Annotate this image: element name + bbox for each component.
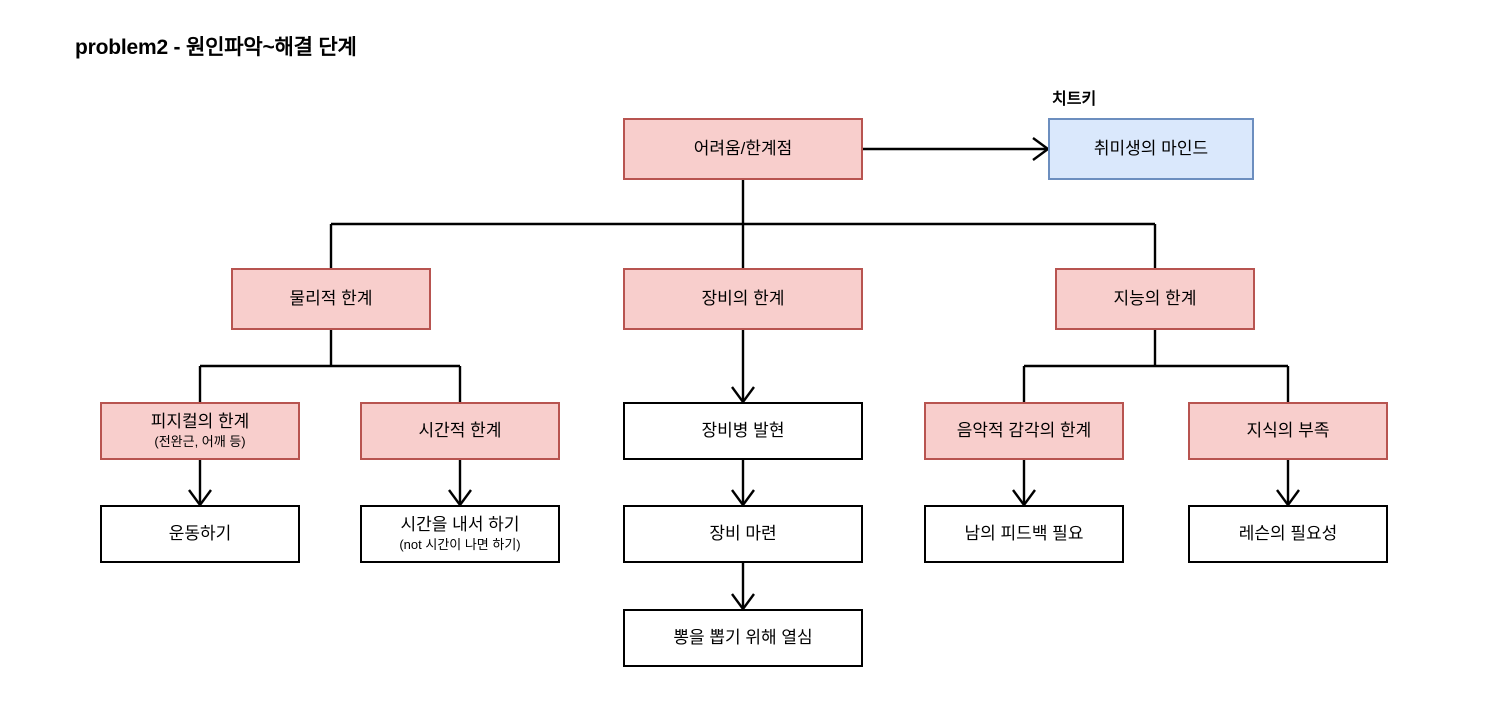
node-buy-gear[interactable]: 장비 마련 — [623, 505, 863, 563]
node-make-time[interactable]: 시간을 내서 하기(not 시간이 나면 하기) — [360, 505, 560, 563]
node-label: 지식의 부족 — [1246, 421, 1330, 441]
node-label: 장비병 발현 — [701, 421, 785, 441]
node-label: 뽕을 뽑기 위해 열심 — [673, 628, 813, 648]
arrowhead-down-icon — [731, 386, 755, 405]
arrowhead-down-icon — [188, 489, 212, 508]
page-title: problem2 - 원인파악~해결 단계 — [75, 36, 357, 59]
node-label: 남의 피드백 필요 — [964, 524, 1084, 544]
node-gear[interactable]: 장비의 한계 — [623, 268, 863, 330]
node-need-lesson[interactable]: 레슨의 필요성 — [1188, 505, 1388, 563]
node-label: 장비 마련 — [709, 524, 777, 544]
node-label: 장비의 한계 — [701, 289, 785, 309]
arrowhead-down-icon — [1276, 489, 1300, 508]
node-label: 피지컬의 한계 — [150, 412, 250, 432]
node-label: 시간적 한계 — [418, 421, 502, 441]
node-time-limit[interactable]: 시간적 한계 — [360, 402, 560, 460]
node-label: 음악적 감각의 한계 — [956, 421, 1092, 441]
arrowhead-down-icon — [448, 489, 472, 508]
node-worth-it[interactable]: 뽕을 뽑기 위해 열심 — [623, 609, 863, 667]
node-music-sense[interactable]: 음악적 감각의 한계 — [924, 402, 1124, 460]
node-exercise[interactable]: 운동하기 — [100, 505, 300, 563]
node-sublabel: (전완근, 어깨 등) — [154, 433, 246, 449]
node-label: 운동하기 — [168, 524, 232, 544]
arrowhead-down-icon — [731, 593, 755, 612]
node-sublabel: (not 시간이 나면 하기) — [399, 536, 521, 552]
node-lack-knowledge[interactable]: 지식의 부족 — [1188, 402, 1388, 460]
node-label: 물리적 한계 — [289, 289, 373, 309]
cheatkey-annotation-label: 치트키 — [1052, 91, 1097, 108]
node-gear-disease[interactable]: 장비병 발현 — [623, 402, 863, 460]
node-label: 레슨의 필요성 — [1238, 524, 1338, 544]
arrowhead-down-icon — [731, 489, 755, 508]
node-intelligence[interactable]: 지능의 한계 — [1055, 268, 1255, 330]
node-physical[interactable]: 물리적 한계 — [231, 268, 431, 330]
node-body-limit[interactable]: 피지컬의 한계(전완근, 어깨 등) — [100, 402, 300, 460]
node-label: 취미생의 마인드 — [1093, 139, 1209, 159]
node-label: 지능의 한계 — [1113, 289, 1197, 309]
node-label: 시간을 내서 하기 — [400, 515, 520, 535]
node-mindset[interactable]: 취미생의 마인드 — [1048, 118, 1254, 180]
arrowhead-down-icon — [1012, 489, 1036, 508]
node-root[interactable]: 어려움/한계점 — [623, 118, 863, 180]
node-label: 어려움/한계점 — [693, 139, 793, 159]
arrowhead-right-icon — [1032, 137, 1051, 161]
node-need-feedback[interactable]: 남의 피드백 필요 — [924, 505, 1124, 563]
